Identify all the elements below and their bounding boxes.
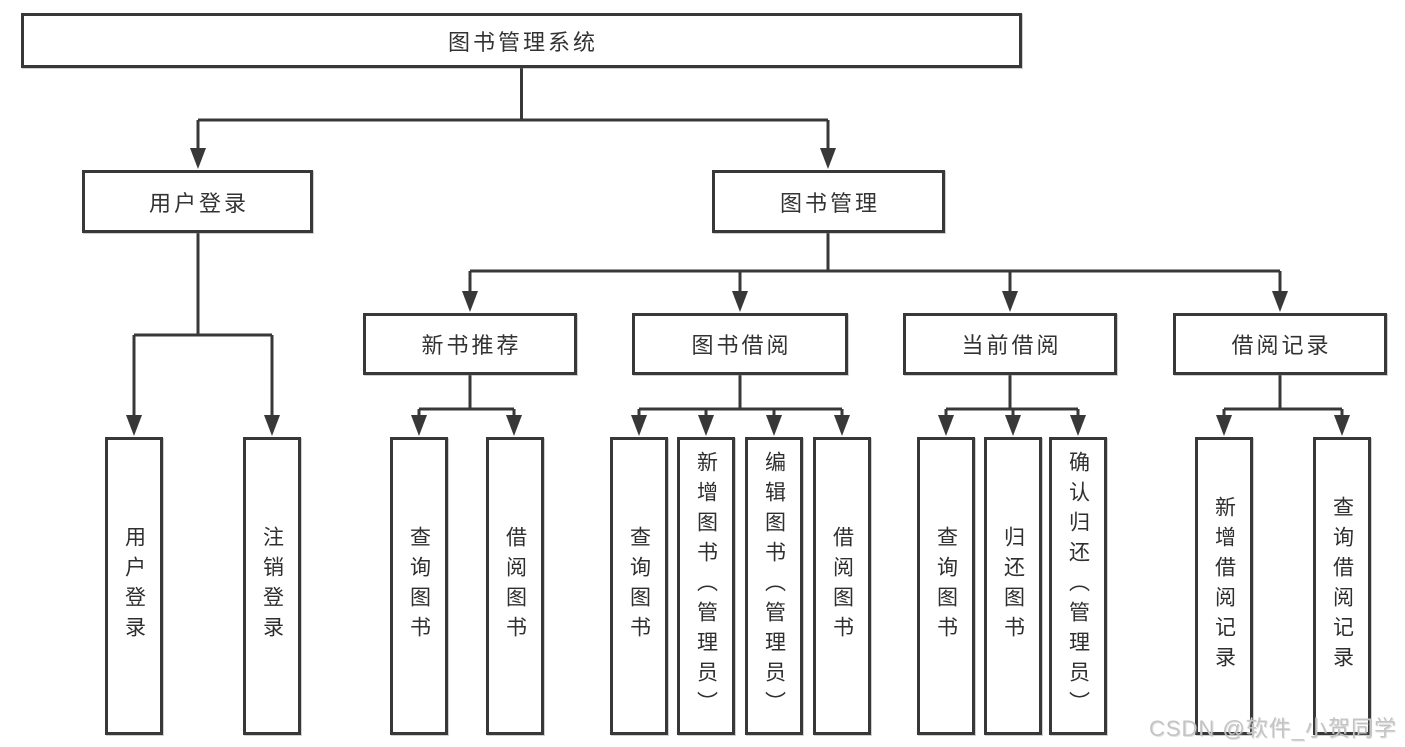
node-label: 借阅记录 [1231, 333, 1332, 358]
leaf-label: 查询图书 [407, 526, 431, 646]
leaf-label: 查询图书 [934, 526, 958, 646]
connector-new-book-branch [417, 375, 516, 417]
arrowhead-leaf-borrow-books-1 [506, 415, 522, 436]
leaf-borrow-books-2: 借阅图书 [813, 437, 871, 735]
leaf-label: 查询借阅记录 [1330, 496, 1354, 676]
arrowhead-leaf-edit-book [766, 415, 782, 436]
node-label: 图书借阅 [691, 333, 792, 358]
leaf-confirm-return-admin: 确认归还（管理员） [1049, 437, 1107, 735]
node-library-system: 图书管理系统 [21, 13, 1022, 68]
arrowhead-book-borrow [732, 291, 748, 312]
arrowhead-leaf-query-books-1 [411, 415, 427, 436]
connector-root-to-level2 [196, 68, 830, 150]
arrowhead-leaf-return-book [1005, 415, 1021, 436]
leaf-label: 新增图书（管理员） [694, 451, 718, 721]
leaf-label: 新增借阅记录 [1212, 496, 1236, 676]
arrowhead-leaf-logout [264, 415, 280, 436]
csdn-watermark: CSDN @软件_小贺同学 [1148, 716, 1397, 741]
leaf-label: 用户登录 [122, 526, 146, 646]
arrowhead-current-borrow [1002, 291, 1018, 312]
connector-user-login-branch [132, 233, 274, 417]
node-book-borrow: 图书借阅 [632, 313, 848, 375]
leaf-label: 归还图书 [1001, 526, 1025, 646]
arrowhead-book-mgmt [820, 148, 836, 169]
leaf-add-borrow-record: 新增借阅记录 [1195, 437, 1253, 735]
leaf-borrow-books-recommend: 借阅图书 [486, 437, 544, 735]
connector-book-mgmt-branch [468, 233, 1282, 293]
node-current-borrow: 当前借阅 [903, 313, 1117, 375]
node-label: 图书管理 [779, 190, 880, 216]
leaf-query-books-borrow: 查询图书 [610, 437, 668, 735]
arrowhead-leaf-confirm-return [1070, 415, 1086, 436]
leaf-label: 编辑图书（管理员） [762, 451, 786, 721]
node-user-login: 用户登录 [82, 170, 313, 233]
arrowhead-leaf-add-book [698, 415, 714, 436]
node-label: 用户登录 [148, 190, 249, 216]
leaf-query-books-current: 查询图书 [917, 437, 975, 735]
connector-current-borrow-branch [944, 375, 1080, 417]
node-borrow-record: 借阅记录 [1173, 313, 1387, 375]
leaf-user-login: 用户登录 [105, 437, 163, 735]
leaf-label: 注销登录 [260, 526, 284, 646]
arrowhead-new-book [462, 291, 478, 312]
leaf-add-book-admin: 新增图书（管理员） [677, 437, 735, 735]
leaf-query-borrow-record: 查询借阅记录 [1313, 437, 1371, 735]
leaf-edit-book-admin: 编辑图书（管理员） [745, 437, 803, 735]
arrowhead-leaf-user-login [126, 415, 142, 436]
leaf-query-books-recommend: 查询图书 [390, 437, 448, 735]
leaf-label: 确认归还（管理员） [1066, 451, 1090, 721]
node-label: 新书推荐 [421, 333, 522, 358]
node-label: 当前借阅 [961, 333, 1062, 358]
leaf-label: 借阅图书 [830, 526, 854, 646]
connector-borrow-record-branch [1222, 375, 1344, 417]
node-label: 图书管理系统 [447, 29, 598, 55]
node-book-management: 图书管理 [712, 170, 945, 233]
arrowhead-borrow-record [1272, 291, 1288, 312]
leaf-label: 查询图书 [627, 526, 651, 646]
arrowhead-leaf-query-books-3 [938, 415, 954, 436]
arrowhead-leaf-query-record [1334, 415, 1350, 436]
node-new-book-recommend: 新书推荐 [363, 313, 577, 375]
leaf-return-book: 归还图书 [984, 437, 1042, 735]
leaf-label: 借阅图书 [503, 526, 527, 646]
arrowhead-user-login [190, 148, 206, 169]
arrowhead-leaf-add-record [1216, 415, 1232, 436]
arrowhead-leaf-query-books-2 [631, 415, 647, 436]
arrowhead-leaf-borrow-books-2 [834, 415, 850, 436]
leaf-logout: 注销登录 [243, 437, 301, 735]
connector-book-borrow-branch [637, 375, 844, 417]
